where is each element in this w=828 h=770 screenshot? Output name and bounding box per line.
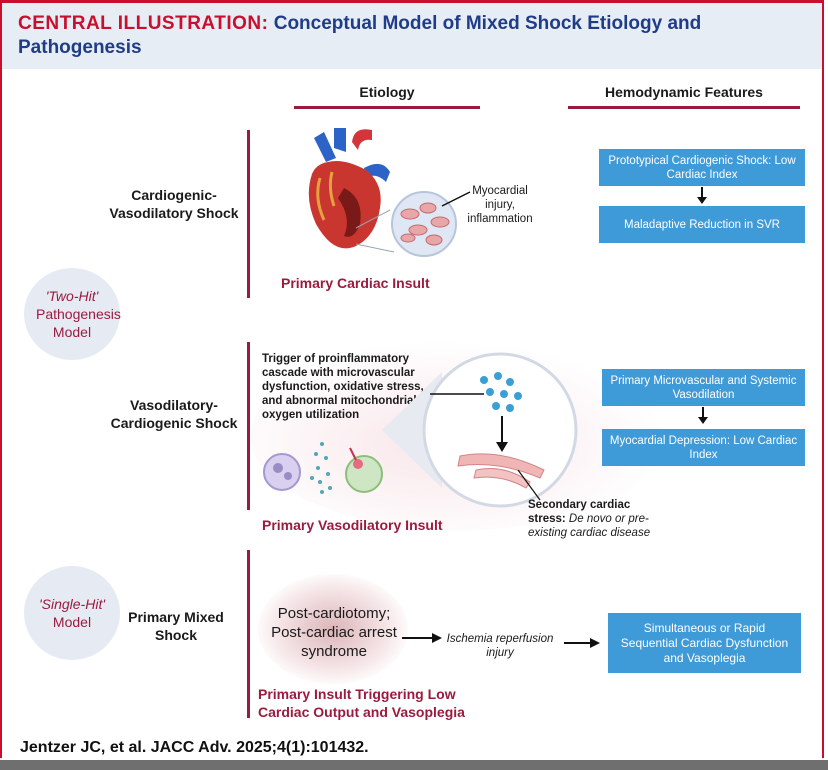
insult-primary-cardiac: Primary Cardiac Insult	[281, 275, 430, 291]
row-divider-2	[247, 342, 250, 510]
arrow-down-row2	[698, 407, 708, 424]
box-primary-microvascular-vasodilation: Primary Microvascular and Systemic Vasod…	[602, 369, 805, 406]
myocardial-tissue-icon	[391, 191, 471, 257]
secondary-stress-italic: De novo or pre-existing cardiac disease	[528, 513, 651, 539]
box-myocardial-depression: Myocardial Depression: Low Cardiac Index	[602, 429, 805, 466]
trigger-description: Trigger of proinflammatory cascade with …	[262, 353, 424, 421]
arrow-right-2	[564, 638, 600, 648]
secondary-stress-bold: Secondary cardiac stress:	[528, 499, 631, 525]
two-hit-subtitle: Pathogenesis Model	[36, 306, 121, 340]
row-label-cardiogenic-vasodilatory: Cardiogenic-Vasodilatory Shock	[109, 187, 239, 221]
inflammatory-cells-icon	[263, 442, 383, 494]
insult-primary-triggering: Primary Insult Triggering Low Cardiac Ou…	[258, 686, 465, 720]
row-label-vasodilatory-cardiogenic: Vasodilatory-Cardiogenic Shock	[110, 397, 238, 431]
heart-icon	[308, 128, 395, 253]
title-rest: Conceptual Model of Mixed Shock Etiology…	[18, 13, 702, 58]
column-underline-hemodynamic	[568, 106, 800, 109]
mixed-shock-glow	[258, 574, 408, 684]
header-band	[2, 3, 822, 69]
row-divider-3	[247, 550, 250, 718]
illustration-frame	[0, 0, 824, 758]
box-simultaneous-dysfunction: Simultaneous or Rapid Sequential Cardiac…	[608, 613, 801, 673]
column-underline-etiology	[294, 106, 480, 109]
box-prototypical-cardiogenic-shock: Prototypical Cardiogenic Shock: Low Card…	[599, 149, 805, 186]
single-hit-model-circle: 'Single-Hit' Model	[24, 566, 120, 660]
arrow-down-row1	[697, 187, 707, 204]
single-hit-subtitle: Model	[52, 614, 92, 630]
arrow-right-1	[402, 633, 442, 643]
page-title: CENTRAL ILLUSTRATION: Conceptual Model o…	[18, 12, 808, 60]
citation: Jentzer JC, et al. JACC Adv. 2025;4(1):1…	[20, 739, 369, 756]
column-header-etiology: Etiology	[359, 84, 415, 100]
mechanism-ischemia-reperfusion: Ischemia reperfusion injury	[446, 633, 554, 659]
single-hit-label: 'Single-Hit'	[38, 596, 106, 612]
column-header-hemodynamic: Hemodynamic Features	[605, 84, 763, 100]
bottom-bar	[0, 760, 828, 770]
title-lead: CENTRAL ILLUSTRATION:	[18, 13, 269, 34]
cause-post-cardiotomy: Post-cardiotomy; Post-cardiac arrest syn…	[271, 605, 397, 660]
box-maladaptive-svr: Maladaptive Reduction in SVR	[599, 206, 805, 243]
annotation-myocardial-injury: Myocardial injury, inflammation	[467, 185, 533, 225]
insult-primary-vasodilatory: Primary Vasodilatory Insult	[262, 517, 443, 533]
row-label-primary-mixed: Primary Mixed Shock	[128, 609, 224, 643]
secondary-cardiac-stress: Secondary cardiac stress: De novo or pre…	[528, 498, 660, 540]
row-divider-1	[247, 130, 250, 298]
two-hit-label: 'Two-Hit'	[45, 288, 99, 304]
two-hit-model-circle: 'Two-Hit' Pathogenesis Model	[24, 268, 121, 360]
microvascular-inset-icon	[382, 352, 578, 508]
